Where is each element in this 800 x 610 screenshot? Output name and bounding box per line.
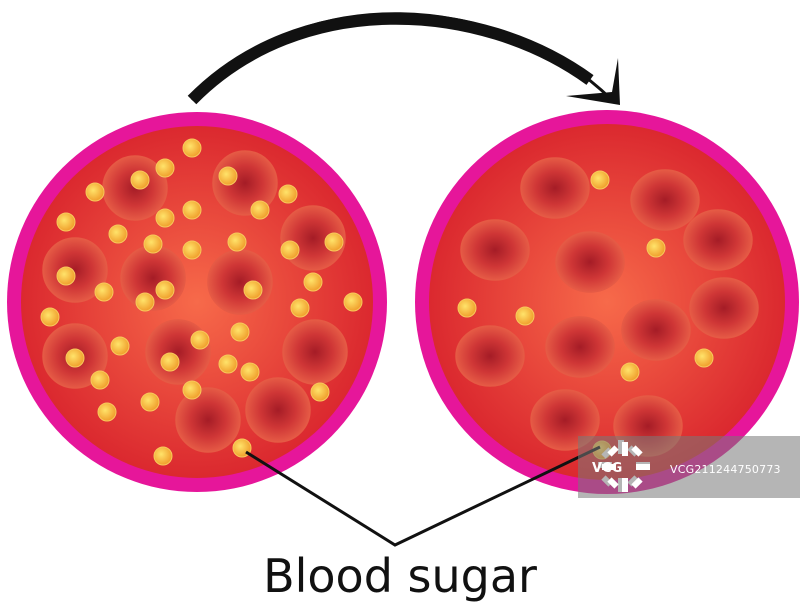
- glucose-particle: [218, 354, 238, 374]
- glucose-particle: [65, 348, 85, 368]
- red-blood-cell: [683, 209, 753, 271]
- glucose-particle: [280, 240, 300, 260]
- glucose-particle: [155, 158, 175, 178]
- glucose-particle: [515, 306, 535, 326]
- red-blood-cell: [555, 231, 625, 293]
- red-blood-cell: [545, 316, 615, 378]
- glucose-particle: [56, 212, 76, 232]
- red-blood-cells-right: [455, 157, 759, 457]
- glucose-particle: [153, 446, 173, 466]
- glucose-particle: [646, 238, 666, 258]
- glucose-particle: [620, 362, 640, 382]
- caption-pointer-lines: [245, 445, 601, 547]
- curved-arrow-icon: [187, 12, 620, 105]
- glucose-particle: [56, 266, 76, 286]
- glucose-particle: [457, 298, 477, 318]
- glucose-particle: [590, 170, 610, 190]
- glucose-particle: [155, 208, 175, 228]
- glucose-particle: [218, 166, 238, 186]
- red-blood-cell: [145, 319, 211, 385]
- glucose-particle: [135, 292, 155, 312]
- glucose-particle: [227, 232, 247, 252]
- glucose-particle: [278, 184, 298, 204]
- glucose-particle: [243, 280, 263, 300]
- glucose-particle: [290, 298, 310, 318]
- red-blood-cell: [530, 389, 600, 451]
- glucose-particle: [85, 182, 105, 202]
- red-blood-cell: [42, 237, 108, 303]
- glucose-particle: [230, 322, 250, 342]
- glucose-particle: [310, 382, 330, 402]
- glucose-particle: [182, 138, 202, 158]
- glucose-particle: [108, 224, 128, 244]
- glucose-particle: [155, 280, 175, 300]
- glucose-particle: [303, 272, 323, 292]
- diagram-caption: Blood sugar: [263, 549, 537, 603]
- glucose-particle: [182, 380, 202, 400]
- vessel-high-sugar: [7, 112, 387, 492]
- glucose-particle: [182, 200, 202, 220]
- watermark-logo-text: VCG: [592, 461, 622, 476]
- glucose-particle: [182, 240, 202, 260]
- glucose-particle: [130, 170, 150, 190]
- red-blood-cell: [621, 299, 691, 361]
- glucose-particle: [97, 402, 117, 422]
- red-blood-cell: [455, 325, 525, 387]
- glucose-particle: [94, 282, 114, 302]
- watermark-id: VCG211244750773: [670, 463, 781, 476]
- red-blood-cell: [175, 387, 241, 453]
- glucose-particles-left: [40, 138, 363, 466]
- red-blood-cells-left: [42, 150, 348, 453]
- glucose-particle: [324, 232, 344, 252]
- red-blood-cell: [207, 249, 273, 315]
- glucose-particle: [90, 370, 110, 390]
- glucose-particle: [160, 352, 180, 372]
- glucose-particle: [110, 336, 130, 356]
- glucose-particle: [190, 330, 210, 350]
- vcg-logo-mark: VCG: [592, 442, 650, 492]
- glucose-particle: [250, 200, 270, 220]
- glucose-particle: [40, 307, 60, 327]
- red-blood-cell: [460, 219, 530, 281]
- glucose-particle: [143, 234, 163, 254]
- glucose-particle: [240, 362, 260, 382]
- red-blood-cell: [520, 157, 590, 219]
- red-blood-cell: [245, 377, 311, 443]
- red-blood-cell: [630, 169, 700, 231]
- glucose-particles-right: [457, 170, 714, 460]
- glucose-particle: [694, 348, 714, 368]
- glucose-particle: [140, 392, 160, 412]
- vessel-low-sugar: [415, 110, 799, 494]
- glucose-particle: [343, 292, 363, 312]
- red-blood-cell: [282, 319, 348, 385]
- red-blood-cell: [689, 277, 759, 339]
